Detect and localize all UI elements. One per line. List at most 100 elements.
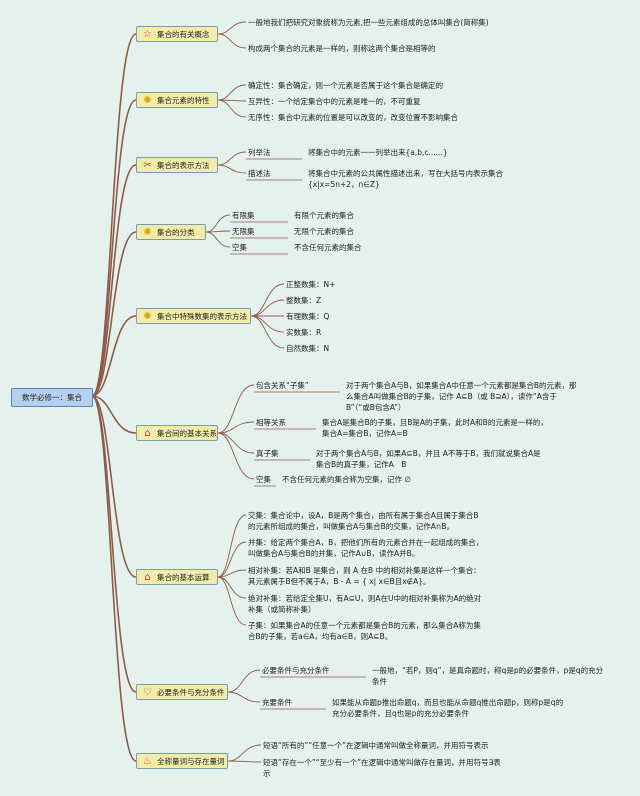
connector <box>217 384 255 434</box>
topic-label: 集合间的基本关系 <box>157 429 217 438</box>
connector <box>217 576 247 599</box>
leaf-item[interactable]: 对于两个集合A与B，如果集合A中任意一个元素都是集合B的元素，那么集合A叫做集合… <box>346 381 577 412</box>
heart-icon: ♡ <box>143 687 152 698</box>
connector <box>250 299 285 317</box>
connector <box>205 231 231 248</box>
connector <box>217 576 247 626</box>
connector <box>217 541 247 578</box>
topic-label: 集合元素的特性 <box>157 96 210 105</box>
home-icon: ⌂ <box>144 572 151 583</box>
leaf-item[interactable]: 相对补集：若A和B 是集合，则 A 在B 中的相对补集是这样一个集合：其元素属于… <box>248 566 481 586</box>
connector <box>227 760 262 763</box>
connector <box>217 421 255 434</box>
topic-label: 集合的分类 <box>157 228 195 237</box>
leaf-item[interactable]: 如果能从命题p推出命题q，而且也能从命题q推出命题p，则称p是q的充分必要条件，… <box>332 698 564 718</box>
sub-topic[interactable]: 空集 <box>256 475 271 484</box>
topic-label: 全称量词与存在量词 <box>157 757 225 766</box>
leaf-item[interactable]: 交集：集合论中，设A，B是两个集合，由所有属于集合A且属于集合B的元素所组成的集… <box>248 511 479 531</box>
connector <box>217 432 255 454</box>
connector <box>91 395 137 762</box>
connector <box>217 514 247 578</box>
topic-5[interactable]: ✺ 集合中特殊数集的表示方法 <box>136 308 251 324</box>
sub-topic[interactable]: 列举法 <box>248 148 271 157</box>
topic-3[interactable]: ✂ 集合的表示方法 <box>136 157 218 173</box>
topic-label: 集合的基本运算 <box>157 573 210 582</box>
leaf-item[interactable]: 实数集：R <box>286 328 322 337</box>
topic-label: 必要条件与充分条件 <box>157 688 225 697</box>
leaf-item[interactable]: 绝对补集：若给定全集U，有A⊆U，则A在U中的相对补集称为A的绝对补集（或简称补… <box>248 594 482 614</box>
topic-label: 集合的有关概念 <box>157 30 210 39</box>
connector <box>91 231 137 397</box>
connector <box>217 164 247 174</box>
connector <box>91 395 137 693</box>
sub-topic[interactable]: 充要条件 <box>262 698 292 707</box>
sub-topic[interactable]: 描述法 <box>248 169 271 178</box>
leaf-item[interactable]: 子集：如果集合A的任意一个元素都是集合B的元素，那么集合A称为集合B的子集，若a… <box>248 621 481 641</box>
topic-7[interactable]: ⌂ 集合的基本运算 <box>136 569 218 585</box>
leaf-item[interactable]: 无序性：集合中元素的位置是可以改变的，改变位置不影响集合 <box>248 113 458 122</box>
sub-topic[interactable]: 相等关系 <box>256 418 286 427</box>
connector <box>217 99 247 118</box>
leaf-item[interactable]: 将集合中的元素一一列举出来{a,b,c......} <box>308 148 448 157</box>
sub-topic[interactable]: 无限集 <box>232 227 255 236</box>
leaf-item[interactable]: 无限个元素的集合 <box>294 227 354 236</box>
leaf-item[interactable]: 短语“存在一个”“至少有一个”在逻辑中通常叫做存在量词，并用符号∃表示 <box>263 758 501 778</box>
sun-icon: ✺ <box>143 311 152 322</box>
leaf-item[interactable]: 一般地我们把研究对象统称为元素,把一些元素组成的总体叫集合(简称集) <box>248 18 489 27</box>
sub-topic[interactable]: 包含关系“子集” <box>256 381 309 390</box>
connector <box>217 432 255 480</box>
leaf-item[interactable]: 不含任何元素的集合称为空集，记作 ∅ <box>282 475 411 484</box>
connector <box>91 99 137 397</box>
connector <box>250 283 285 317</box>
leaf-item[interactable]: 将集合中元素的公共属性描述出来，写在大括号内表示集合{x|x=5n+2，n∈Z} <box>308 169 503 189</box>
tools-icon: ✂ <box>143 160 152 171</box>
connector <box>217 151 247 166</box>
topic-4[interactable]: ✺ 集合的分类 <box>136 224 206 240</box>
topic-label: 集合中特殊数集的表示方法 <box>157 312 247 321</box>
leaf-item[interactable]: 正整数集：N+ <box>286 280 336 289</box>
home-icon: ⌂ <box>144 428 151 439</box>
leaf-item[interactable]: 短语“所有的”“任意一个”在逻辑中通常叫做全称量词，并用符号表示 <box>263 741 489 750</box>
leaf-item[interactable]: 有理数集：Q <box>286 312 330 321</box>
connector <box>91 33 137 397</box>
sub-topic[interactable]: 有限集 <box>232 211 255 220</box>
leaf-item[interactable]: 互异性：一个给定集合中的元素是唯一的，不可重复 <box>248 97 421 106</box>
leaf-item[interactable]: 集合A是集合B的子集，且B是A的子集，此时A和B的元素是一样的，集合A=集合B，… <box>322 418 548 438</box>
connector <box>227 669 261 693</box>
connector <box>217 33 247 49</box>
leaf-item[interactable]: 构成两个集合的元素是一样的，则称这两个集合是相等的 <box>248 44 436 53</box>
connector <box>250 315 285 349</box>
flame-icon: ♨ <box>143 756 152 767</box>
sun-icon: ✺ <box>143 227 152 238</box>
leaf-item[interactable]: 确定性：集合确定，则一个元素是否属于这个集合是确定的 <box>248 81 443 90</box>
sub-topic[interactable]: 必要条件与充分条件 <box>262 666 330 675</box>
connector <box>227 691 261 703</box>
connector <box>217 21 247 35</box>
leaf-item[interactable]: 有限个元素的集合 <box>294 211 354 220</box>
connector <box>91 395 137 434</box>
leaf-item[interactable]: 整数集：Z <box>286 296 322 305</box>
topic-label: 集合的表示方法 <box>157 161 210 170</box>
sun-icon: ✺ <box>143 95 152 106</box>
star-outline-icon: ☆ <box>143 29 152 40</box>
connector <box>205 214 231 233</box>
leaf-item[interactable]: 自然数集：N <box>286 344 330 353</box>
topic-6[interactable]: ⌂ 集合间的基本关系 <box>136 425 218 441</box>
leaf-item[interactable]: 不含任何元素的集合 <box>294 243 362 252</box>
connector <box>91 164 137 397</box>
sub-topic[interactable]: 真子集 <box>256 449 279 458</box>
connector <box>217 569 247 578</box>
leaf-item[interactable]: 一般地，“若P，则q”，是真命题时，称q是p的必要条件，p是q的充分条件 <box>372 666 604 686</box>
sub-topic[interactable]: 空集 <box>232 243 247 252</box>
topic-2[interactable]: ✺ 集合元素的特性 <box>136 92 218 108</box>
connector <box>217 84 247 101</box>
topic-9[interactable]: ♨ 全称量词与存在量词 <box>136 753 228 769</box>
topic-8[interactable]: ♡ 必要条件与充分条件 <box>136 684 228 700</box>
topic-1[interactable]: ☆ 集合的有关概念 <box>136 26 218 42</box>
root-topic[interactable]: 数学必修一：集合 <box>11 388 93 407</box>
leaf-item[interactable]: 并集：给定两个集合A，B，把他们所有的元素合并在一起组成的集合，叫做集合A与集合… <box>248 538 484 558</box>
connector <box>227 744 262 762</box>
connector <box>91 315 137 397</box>
leaf-item[interactable]: 对于两个集合A与B，如果A⊆B，并且 A不等于B，我们就说集合A是集合B的真子集… <box>316 449 541 469</box>
